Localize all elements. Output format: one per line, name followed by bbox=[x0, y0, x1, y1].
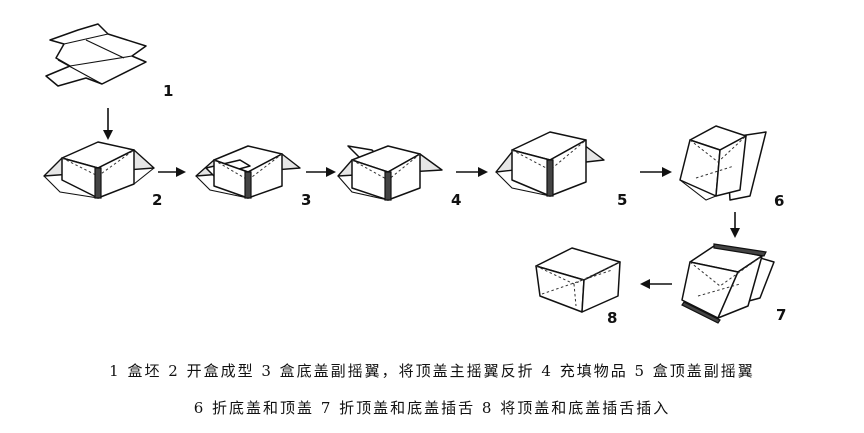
step-number-2: 2 bbox=[152, 191, 162, 209]
arrow-3-to-4 bbox=[306, 167, 336, 177]
step-number-6: 6 bbox=[774, 192, 784, 210]
arrow-7-to-8 bbox=[640, 279, 672, 289]
box-folding-diagram: 1 2 3 bbox=[43, 23, 786, 327]
stage-7-tuck-tongues bbox=[681, 243, 775, 324]
step-number-7: 7 bbox=[776, 306, 786, 324]
stage-3-bottom-flaps-folded bbox=[195, 145, 301, 199]
step-number-1: 1 bbox=[163, 82, 173, 100]
stage-8-closed-box bbox=[535, 247, 621, 313]
arrow-2-to-3 bbox=[158, 167, 186, 177]
arrow-4-to-5 bbox=[456, 167, 488, 177]
step-number-4: 4 bbox=[451, 191, 461, 209]
step-number-3: 3 bbox=[301, 191, 311, 209]
caption-line-1: 1 盒坯 2 开盒成型 3 盒底盖副摇翼，将顶盖主摇翼反折 4 充填物品 5 盒… bbox=[109, 362, 755, 380]
caption-line-2: 6 折底盖和顶盖 7 折顶盖和底盖插舌 8 将顶盖和底盖插舌插入 bbox=[193, 399, 671, 417]
step-number-8: 8 bbox=[607, 309, 617, 327]
step-number-5: 5 bbox=[617, 191, 627, 209]
stage-1-box-blank bbox=[45, 23, 147, 87]
arrow-5-to-6 bbox=[640, 167, 672, 177]
arrow-down-1-to-2 bbox=[103, 108, 113, 140]
stage-4-filled-with-goods bbox=[337, 145, 443, 201]
stage-2-box-opened bbox=[43, 141, 155, 199]
stage-6-fold-bottom-and-top bbox=[679, 125, 767, 201]
arrow-down-6-to-7 bbox=[730, 212, 740, 238]
stage-5-top-flaps bbox=[495, 131, 605, 197]
